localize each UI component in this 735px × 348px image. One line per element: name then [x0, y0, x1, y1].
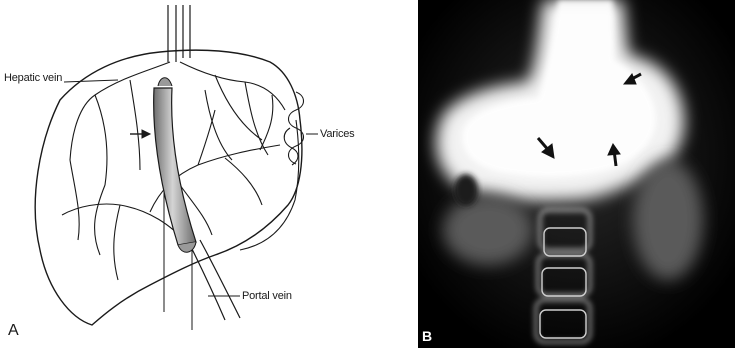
varices-label: Varices [320, 128, 354, 140]
liver-illustration [0, 0, 370, 348]
hepatic-vein-label: Hepatic vein [4, 72, 62, 84]
portal-vein-label: Portal vein [242, 290, 292, 302]
panel-letter-a: A [8, 322, 19, 340]
venogram-panel-b: B [418, 0, 735, 348]
shunt-arrow [130, 130, 150, 138]
diagram-panel-a: Hepatic vein Varices Portal vein A [0, 0, 370, 348]
varices-vessel [240, 120, 299, 250]
tips-shunt [154, 88, 196, 245]
hepatic-vein-leader [64, 80, 118, 82]
ivc-line [168, 5, 190, 62]
panel-letter-b: B [422, 328, 432, 344]
portal-vein-trunk [190, 240, 240, 320]
xray-image [418, 0, 735, 348]
